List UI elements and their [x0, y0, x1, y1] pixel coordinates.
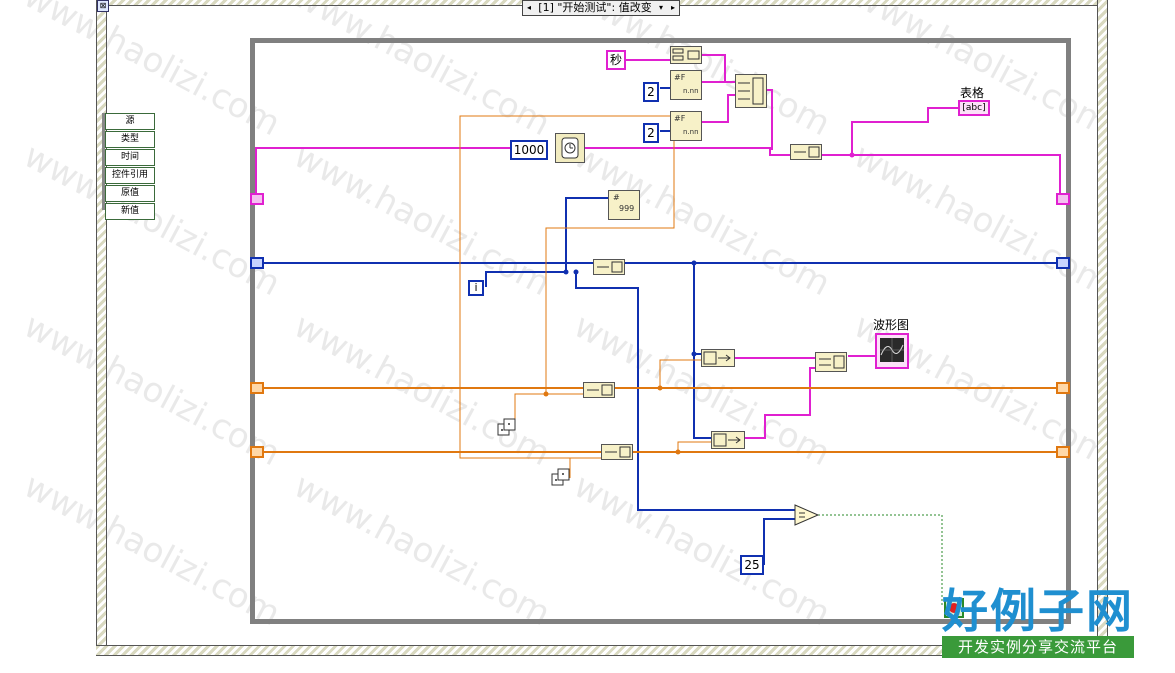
event-data-item[interactable]: 原值 — [105, 185, 155, 202]
svg-text:n.nn: n.nn — [683, 128, 699, 136]
event-structure-bottom-border — [96, 645, 1106, 656]
dropdown-arrow-icon[interactable]: ▾ — [658, 3, 663, 12]
equal-compare-icon[interactable] — [794, 504, 820, 526]
pink-wire — [702, 54, 735, 83]
brand-title: 好例子网 — [942, 584, 1134, 638]
event-structure-left-border[interactable] — [96, 0, 107, 656]
decrement-arrow-icon[interactable]: ◂ — [526, 3, 531, 12]
blue-wire — [575, 272, 795, 511]
waveform-graph-icon[interactable] — [875, 333, 909, 369]
green-wire — [818, 514, 943, 606]
iteration-terminal[interactable]: i — [468, 280, 484, 296]
case-selector-label: [1] "开始测试": 值改变 — [538, 1, 652, 14]
orange-wire — [659, 359, 712, 452]
wire-junction — [657, 385, 663, 391]
wire-junction — [849, 152, 855, 158]
event-structure-right-border[interactable] — [1097, 0, 1108, 656]
orange-wire — [459, 115, 675, 459]
random-number-icon[interactable] — [551, 468, 571, 490]
wire-junction — [675, 449, 681, 455]
random-number-icon[interactable] — [497, 418, 517, 440]
brand-watermark: 好例子网 开发实例分享交流平台 — [942, 586, 1134, 658]
wire-junction — [691, 351, 697, 357]
build-array-icon[interactable] — [815, 352, 847, 372]
event-data-node-handle[interactable] — [102, 113, 105, 210]
pink-wire — [851, 107, 958, 155]
close-icon[interactable]: ⊠ — [97, 0, 109, 12]
table-indicator[interactable]: [abc] — [958, 100, 990, 116]
bundle-icon[interactable] — [701, 349, 735, 367]
increment-arrow-icon[interactable]: ▸ — [670, 3, 675, 12]
while-loop[interactable] — [250, 38, 1071, 624]
shift-register-pink-right[interactable] — [1056, 193, 1070, 205]
wire-junction — [563, 269, 569, 275]
build-array-icon[interactable] — [790, 144, 822, 160]
blue-wire — [763, 518, 795, 565]
build-array-icon[interactable] — [593, 259, 625, 275]
event-data-item[interactable]: 源 — [105, 113, 155, 130]
pink-wire — [585, 147, 790, 156]
pink-wire — [820, 154, 1061, 198]
waveform-label: 波形图 — [873, 318, 910, 332]
wire-junction — [543, 391, 549, 397]
svg-text:#F: #F — [674, 73, 686, 82]
build-array-icon[interactable] — [601, 444, 633, 460]
pink-wire — [766, 89, 773, 150]
shift-register-orange-left[interactable] — [250, 446, 264, 458]
wait-ms-constant[interactable]: 1000 — [510, 140, 548, 160]
shift-register-orange-right[interactable] — [1056, 446, 1070, 458]
format-number-icon[interactable]: #F n.nn — [670, 111, 702, 141]
format-number-icon[interactable]: #F n.nn — [670, 70, 702, 100]
wire-junction — [691, 260, 697, 266]
build-array-icon[interactable] — [583, 382, 615, 398]
numeric-constant[interactable]: 2 — [643, 123, 659, 143]
loop-condition-icon[interactable] — [944, 598, 964, 618]
orange-wire — [514, 393, 600, 478]
case-selector[interactable]: ◂ [1] "开始测试": 值改变 ▾ ▸ — [522, 0, 680, 16]
build-array-icon[interactable] — [735, 74, 767, 108]
shift-register-blue-right[interactable] — [1056, 257, 1070, 269]
pink-wire — [255, 147, 510, 200]
table-label: 表格 — [960, 86, 985, 100]
pink-wire — [742, 367, 815, 439]
event-data-item[interactable]: 时间 — [105, 149, 155, 166]
svg-text:#: # — [613, 193, 620, 202]
shift-register-orange-right[interactable] — [1056, 382, 1070, 394]
svg-text:#F: #F — [674, 114, 686, 123]
svg-text:999: 999 — [619, 204, 634, 213]
shift-register-blue-left[interactable] — [250, 257, 264, 269]
brand-slogan: 开发实例分享交流平台 — [942, 636, 1134, 658]
shift-register-pink-left[interactable] — [250, 193, 264, 205]
compare-constant[interactable]: 25 — [740, 555, 764, 575]
bundle-icon[interactable] — [711, 431, 745, 449]
pink-wire — [702, 81, 735, 123]
event-data-node[interactable]: 源 类型 时间 控件引用 原值 新值 — [102, 113, 155, 221]
blue-wire — [485, 197, 608, 287]
number-to-string-icon[interactable]: #999 — [608, 190, 640, 220]
numeric-constant[interactable]: 2 — [643, 82, 659, 102]
svg-text:n.nn: n.nn — [683, 87, 699, 95]
wait-ms-icon[interactable] — [555, 133, 585, 163]
shift-register-orange-left[interactable] — [250, 382, 264, 394]
event-data-item[interactable]: 控件引用 — [105, 167, 155, 184]
event-data-item[interactable]: 新值 — [105, 203, 155, 220]
wire-junction — [573, 269, 579, 275]
concatenate-string-icon[interactable] — [670, 46, 702, 64]
event-data-item[interactable]: 类型 — [105, 131, 155, 148]
units-string-constant[interactable]: 秒 — [606, 50, 626, 70]
